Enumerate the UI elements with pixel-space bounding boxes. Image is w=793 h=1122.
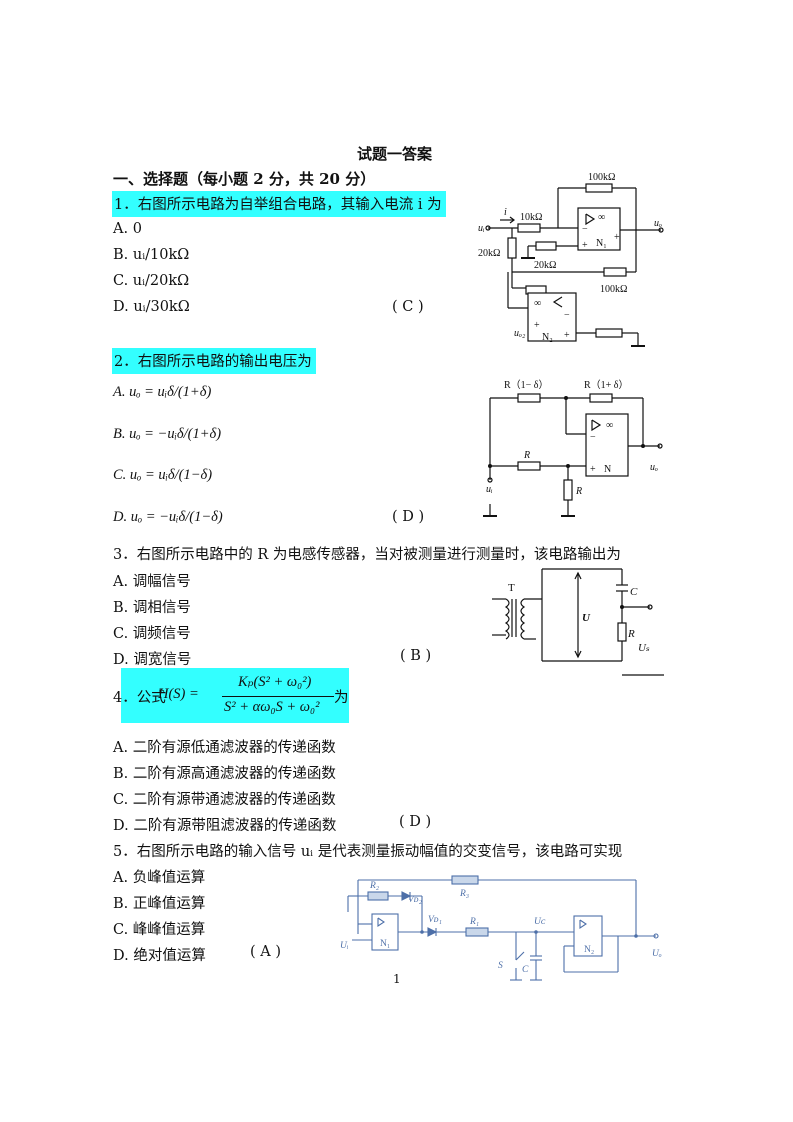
q1-stem: 1．右图所示电路为自举组合电路，其输入电流 i 为 <box>112 191 446 217</box>
q3-option-a: A. 调幅信号 <box>113 574 191 590</box>
svg-text:+: + <box>582 240 588 251</box>
q5-option-b: B. 正峰值运算 <box>113 896 206 912</box>
q5-label-uo: Uₒ <box>652 949 662 959</box>
svg-text:∞: ∞ <box>534 298 541 309</box>
q2-circuit-figure: R（1− δ） R（1+ δ） R R N uᵢ uₒ ∞− + <box>483 379 663 517</box>
q1-option-b: B. uᵢ/10kΩ <box>113 247 190 263</box>
q1-label-ui: uᵢ <box>478 223 485 234</box>
q1-label-r-bot: 100kΩ <box>600 284 627 295</box>
q2-label-r4: R <box>575 486 582 497</box>
q4-option-c: C. 二阶有源带通滤波器的传递函数 <box>113 792 336 808</box>
svg-text:+: + <box>534 320 540 331</box>
q1-label-r-left: 20kΩ <box>478 248 500 259</box>
q2-label-uo: uₒ <box>650 462 658 473</box>
q4-denominator: S² + αω₀S + ω₀² <box>224 699 320 715</box>
q4-fraction-bar <box>222 696 334 697</box>
q5-label-n2: N₂ <box>584 945 594 955</box>
q2-option-b: B. uₒ = −uᵢδ/(1+δ) <box>113 426 222 442</box>
q3-circuit-figure: T U C R Uₛ <box>492 568 664 676</box>
q1-label-r-top: 100kΩ <box>588 172 615 183</box>
q1-answer: ( C ) <box>392 299 424 315</box>
q2-stem: 2．右图所示电路的输出电压为 <box>112 348 316 374</box>
page-title: 试题一答案 <box>357 145 433 163</box>
svg-text:+: + <box>590 464 596 475</box>
q3-label-t: T <box>508 582 515 594</box>
q1-label-n1: N₁ <box>596 238 607 249</box>
q3-answer: ( B ) <box>400 648 432 664</box>
q4-option-b: B. 二阶有源高通滤波器的传递函数 <box>113 766 336 782</box>
q3-stem: 3．右图所示电路中的 R 为电感传感器，当对被测量进行测量时，该电路输出为 <box>113 547 621 563</box>
q5-label-r2: R₂ <box>369 881 380 891</box>
svg-text:+: + <box>564 330 570 341</box>
q5-label-vd1: Vᴅ₁ <box>428 915 442 925</box>
svg-text:+: + <box>614 232 620 243</box>
section-heading: 一、选择题（每小题 2 分，共 20 分） <box>113 170 376 188</box>
q5-label-c: C <box>522 965 529 975</box>
q5-label-r3: R₃ <box>459 889 469 899</box>
q3-label-u: U <box>582 612 591 624</box>
q1-label-r-in: 10kΩ <box>520 212 542 223</box>
q2-answer: ( D ) <box>392 509 425 525</box>
q1-label-i: i <box>504 207 507 218</box>
q4-lhs: H(S) = <box>158 686 199 702</box>
svg-text:∞: ∞ <box>598 212 605 223</box>
q5-label-vd2: Vᴅ₂ <box>408 895 423 905</box>
q5-label-r1: R₁ <box>469 917 479 927</box>
q5-stem: 5．右图所示电路的输入信号 uᵢ 是代表测量振动幅值的交变信号，该电路可实现 <box>113 844 623 860</box>
q2-label-r3: R <box>523 450 530 461</box>
q1-label-n2: N₂ <box>542 332 553 343</box>
svg-text:−: − <box>564 310 570 321</box>
svg-text:∞: ∞ <box>606 420 613 431</box>
q5-label-s: S <box>498 961 503 971</box>
q3-option-c: C. 调频信号 <box>113 626 191 642</box>
q3-label-us: Uₛ <box>638 642 650 654</box>
q2-option-c: C. uₒ = uᵢδ/(1−δ) <box>113 467 213 483</box>
q4-suffix: 为 <box>334 690 349 706</box>
q4-option-d: D. 二阶有源带阻滤波器的传递函数 <box>113 818 337 834</box>
q5-label-ui: Uᵢ <box>340 941 349 951</box>
q1-option-c: C. uᵢ/20kΩ <box>113 273 190 289</box>
q3-option-b: B. 调相信号 <box>113 600 191 616</box>
q1-label-uo2: uₒ₂ <box>514 328 526 339</box>
q1-option-d: D. uᵢ/30kΩ <box>113 299 190 315</box>
q3-option-d: D. 调宽信号 <box>113 652 192 668</box>
q4-numerator: Kₚ(S² + ω₀²) <box>238 674 312 690</box>
q1-label-uo: uₒ <box>654 218 662 229</box>
q2-option-d: D. uₒ = −uᵢδ/(1−δ) <box>113 509 223 525</box>
q1-option-a: A. 0 <box>113 221 142 237</box>
q2-label-r1: R（1− δ） <box>504 379 549 391</box>
q2-label-n: N <box>604 464 611 475</box>
q5-option-d: D. 绝对值运算 <box>113 948 206 964</box>
q5-circuit-figure: R₂ Vᴅ₂ R₃ Vᴅ₁ R₁ Uᴄ Uᵢ Uₒ S C N₁ N₂ <box>340 875 662 981</box>
q1-circuit-figure: 100kΩ 10kΩ 20kΩ 20kΩ 100kΩ i uᵢ uₒ uₒ₂ N… <box>478 172 664 347</box>
q2-option-a: A. uₒ = uᵢδ/(1+δ) <box>113 384 212 400</box>
q2-label-ui: uᵢ <box>486 484 493 495</box>
page-number: 1 <box>393 972 401 986</box>
q5-label-n1: N₁ <box>380 939 390 949</box>
q4-prefix: 4．公式 <box>113 690 166 706</box>
q1-label-r-mid: 20kΩ <box>534 260 556 271</box>
q4-formula-box <box>121 668 349 723</box>
svg-text:−: − <box>590 432 596 443</box>
q4-answer: ( D ) <box>399 814 432 830</box>
q4-option-a: A. 二阶有源低通滤波器的传递函数 <box>113 740 336 756</box>
q5-label-uc: Uᴄ <box>534 917 546 927</box>
q3-label-r: R <box>627 628 635 640</box>
q5-answer: ( A ) <box>250 944 282 960</box>
q5-option-c: C. 峰峰值运算 <box>113 922 206 938</box>
svg-text:−: − <box>582 224 588 235</box>
q5-option-a: A. 负峰值运算 <box>113 870 206 886</box>
q2-label-r2: R（1+ δ） <box>584 379 629 391</box>
q3-label-c: C <box>630 586 638 598</box>
